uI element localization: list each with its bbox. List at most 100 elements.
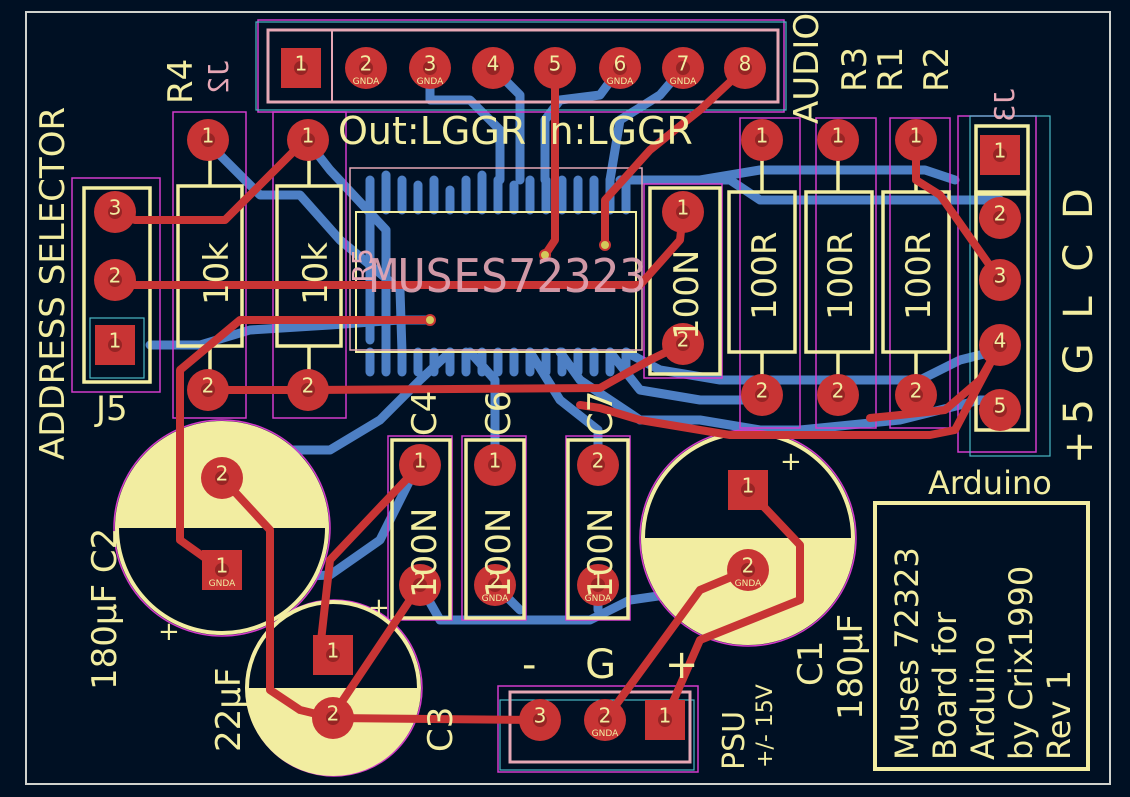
r3-label: R3 <box>835 47 875 92</box>
pad-number: 2 <box>832 379 845 403</box>
pad-drill <box>831 133 845 147</box>
info-line-2: Board for <box>926 611 964 760</box>
pad-number: 3 <box>534 704 547 728</box>
pad-drill <box>488 458 502 472</box>
pad: 2 <box>94 259 136 301</box>
pad-copper <box>662 323 704 365</box>
ic-fab <box>349 167 643 351</box>
pad-number: 2 <box>677 328 690 352</box>
pad: 3 <box>94 191 136 233</box>
pad-net-gnda: GNDA <box>353 77 380 87</box>
pad-net-gnda: GNDA <box>735 579 762 589</box>
pad-drill <box>741 563 755 577</box>
psu-pins-label: - G + <box>522 642 716 688</box>
pad: 2 <box>201 457 243 499</box>
pad-drill <box>598 713 612 727</box>
pad: 5 <box>534 47 576 89</box>
c5-value: 100N <box>667 250 707 340</box>
pad-number: 1 <box>677 196 690 220</box>
lcd-pins-label: +5 G L C D <box>1056 182 1102 464</box>
pad-number: 5 <box>994 394 1007 418</box>
pad-drill <box>741 483 755 497</box>
pad-copper <box>979 259 1021 301</box>
ic-ref: MUSES72323 <box>370 249 647 303</box>
pad-number: 4 <box>487 52 500 76</box>
pad-number: 2 <box>489 569 502 593</box>
pad-number: 2 <box>756 379 769 403</box>
info-line-5: Rev 1 <box>1040 670 1078 760</box>
back-copper-traces <box>145 63 1005 625</box>
pad-number: 1 <box>295 52 308 76</box>
pad-copper <box>474 564 516 606</box>
psu-label: PSU <box>717 711 752 770</box>
pad-copper <box>895 119 937 161</box>
c6-label: C6 <box>479 391 519 436</box>
info-line-1: Muses 72323 <box>888 547 926 760</box>
pad-drill <box>993 148 1007 162</box>
pad: 2 <box>577 444 619 486</box>
pad-number: 7 <box>677 52 690 76</box>
pad: 4 <box>472 47 514 89</box>
pad-drill <box>108 205 122 219</box>
pad-copper <box>534 47 576 89</box>
c2-plus: + <box>158 617 180 647</box>
pad: 1 <box>980 135 1020 175</box>
pad-drill <box>108 338 122 352</box>
pad-net-gnda: GNDA <box>209 579 236 589</box>
pad-number: 1 <box>202 124 215 148</box>
vias <box>424 239 611 326</box>
pad: 1 <box>662 191 704 233</box>
pad-copper <box>577 564 619 606</box>
pad-number: 1 <box>910 124 923 148</box>
r4-value: 10k <box>197 242 237 305</box>
pad-copper <box>202 550 242 590</box>
pad-drill <box>215 471 229 485</box>
pad-number: 1 <box>994 139 1007 163</box>
pad-number: 1 <box>659 704 672 728</box>
pad: 1 <box>645 700 685 740</box>
j5-label: J5 <box>94 389 128 429</box>
pad: 1 <box>95 325 135 365</box>
c1-value: 180µF <box>831 614 871 720</box>
c4-label: C4 <box>405 391 445 436</box>
pad-number: 2 <box>599 704 612 728</box>
arduino-label: Arduino <box>928 464 1052 502</box>
pad-drill <box>755 388 769 402</box>
audio-label: AUDIO <box>787 13 827 124</box>
pad-copper <box>979 389 1021 431</box>
pad-copper <box>409 47 451 89</box>
pad-number: 2 <box>202 374 215 398</box>
pad-number: 1 <box>489 449 502 473</box>
pad-copper <box>645 700 685 740</box>
pad-drill <box>993 403 1007 417</box>
pad-number: 2 <box>360 52 373 76</box>
pad-number: 1 <box>109 329 122 353</box>
pad-number: 2 <box>109 264 122 288</box>
pad-copper <box>187 119 229 161</box>
pad-copper <box>345 47 387 89</box>
pad-copper <box>817 374 859 416</box>
pad: 8 <box>724 47 766 89</box>
pad-copper <box>727 549 769 591</box>
pad-drill <box>486 61 500 75</box>
pad-drill <box>658 713 672 727</box>
pad-copper <box>979 197 1021 239</box>
r5-value: 10k <box>296 242 336 305</box>
out-in-label: Out:LGGR In:LGGR <box>338 109 693 153</box>
c2-label: 180µF C2 <box>85 528 125 690</box>
pad-net-gnda: GNDA <box>585 594 612 604</box>
pad-number: 1 <box>592 569 605 593</box>
c3-ref: C3 <box>421 707 461 752</box>
pad-copper <box>817 119 859 161</box>
pad: 1 <box>287 119 329 161</box>
r1-label: R1 <box>871 47 911 92</box>
pad-number: 2 <box>302 374 315 398</box>
pad-drill <box>993 338 1007 352</box>
c4-value: 100N <box>405 508 445 598</box>
pad-number: 8 <box>739 52 752 76</box>
